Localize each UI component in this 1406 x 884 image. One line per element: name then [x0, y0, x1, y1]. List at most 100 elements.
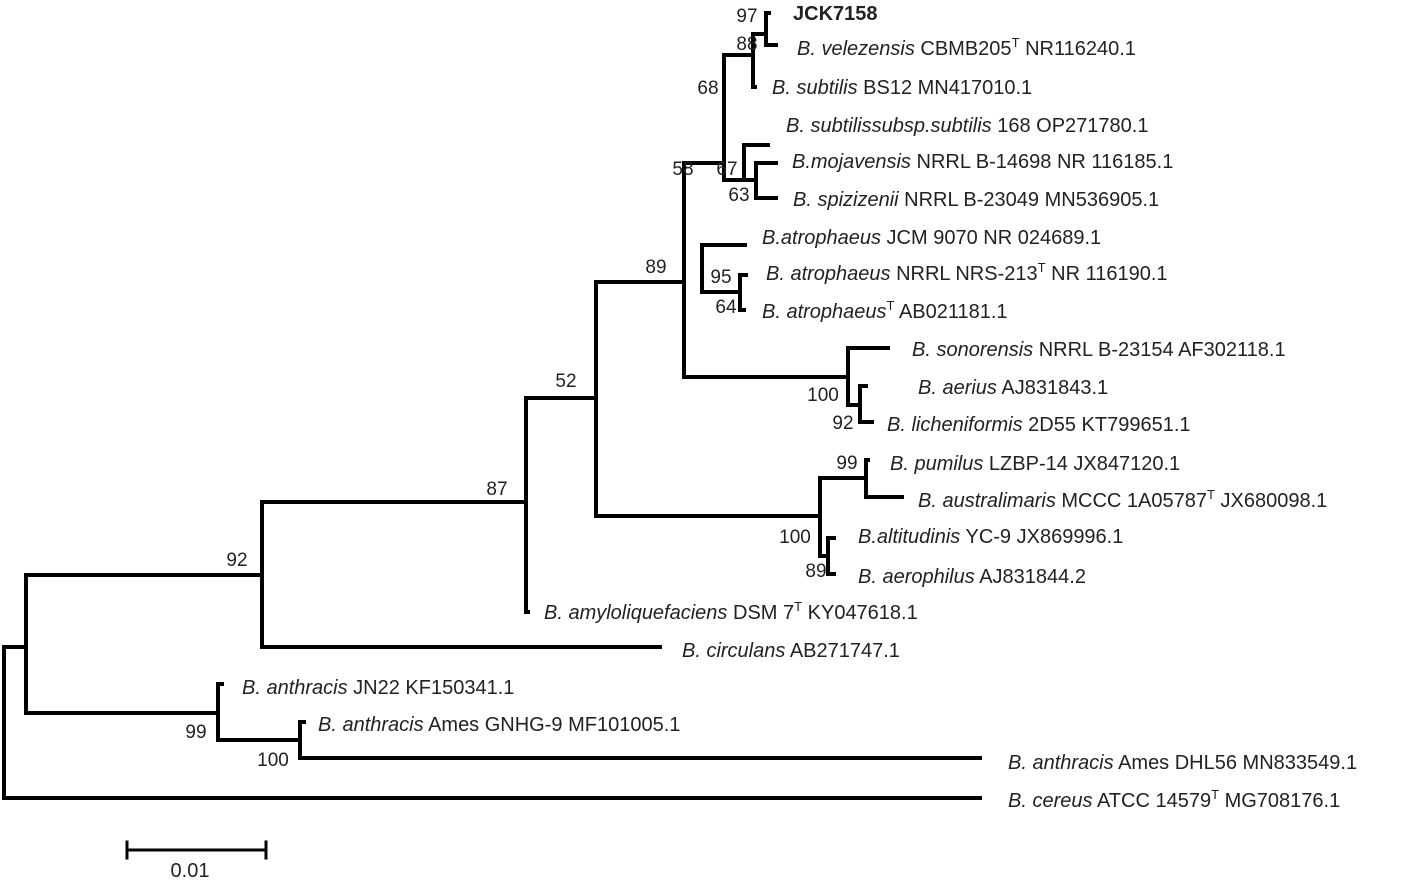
taxon-accession: NR 024689.1 [978, 227, 1101, 249]
bootstrap-value: 97 [736, 6, 757, 27]
taxon-label: B. licheniformis 2D55 KT799651.1 [887, 414, 1191, 436]
taxon-species: B. sonorensis [912, 339, 1033, 361]
bootstrap-value: 64 [715, 297, 737, 318]
taxon-accession: JX680098.1 [1215, 490, 1327, 512]
taxon-label: B. amyloliquefaciens DSM 7T KY047618.1 [544, 599, 918, 624]
bootstrap-value: 100 [807, 385, 839, 406]
taxon-species: B. anthracis [242, 677, 348, 699]
taxon-accession: MG708176.1 [1219, 790, 1340, 812]
taxon-label: B.mojavensis NRRL B-14698 NR 116185.1 [792, 151, 1173, 173]
taxon-accession: JX847120.1 [1068, 453, 1180, 475]
taxon-label: B. atrophaeusT AB021181.1 [762, 298, 1008, 323]
taxon-strain: DSM 7 [727, 602, 794, 624]
taxon-species: B. atrophaeus [762, 301, 887, 323]
taxon-label: B. aerophilus AJ831844.2 [858, 566, 1086, 588]
taxon-species: B. australimaris [918, 490, 1056, 512]
taxon-label: JCK7158 [793, 3, 878, 25]
taxon-species: B.mojavensis [792, 151, 911, 173]
taxon-species: B. anthracis [1008, 752, 1114, 774]
taxon-accession: KF150341.1 [400, 677, 515, 699]
taxon-accession: NR116240.1 [1020, 38, 1136, 60]
taxon-label: B. subtilis BS12 MN417010.1 [772, 77, 1032, 99]
type-strain-mark: T [1207, 487, 1215, 502]
taxon-accession: MF101005.1 [563, 714, 681, 736]
type-strain-mark: T [1211, 787, 1219, 802]
taxon-species: B. licheniformis [887, 414, 1023, 436]
taxon-strain: Ames DHL56 [1114, 752, 1237, 774]
bootstrap-value: 92 [226, 550, 247, 571]
taxon-accession: OP271780.1 [1031, 115, 1149, 137]
taxon-accession: AB021181.1 [894, 301, 1007, 323]
taxon-label: B. subtilissubsp.subtilis 168 OP271780.1 [786, 115, 1148, 137]
taxon-accession: NR 116190.1 [1046, 263, 1168, 285]
taxon-species: B. atrophaeus [766, 263, 891, 285]
bootstrap-value: 89 [805, 561, 826, 582]
taxon-accession: NR 116185.1 [1051, 151, 1173, 173]
taxon-label: B. velezensis CBMB205T NR116240.1 [797, 35, 1136, 60]
taxon-labels: JCK7158 B. velezensis CBMB205T NR116240.1… [242, 3, 1357, 812]
taxon-accession: KY047618.1 [802, 602, 918, 624]
taxon-species: B. aerius [918, 377, 997, 399]
taxon-species: B.atrophaeus [762, 227, 881, 249]
taxon-strain: NRRL B-14698 [911, 151, 1051, 173]
taxon-label: B. circulans AB271747.1 [682, 640, 900, 662]
taxon-strain: 168 [992, 115, 1031, 137]
type-strain-mark: T [1012, 35, 1020, 50]
taxon-label: B.altitudinis YC-9 JX869996.1 [858, 526, 1123, 548]
bootstrap-labels: 9788686763589564891009299100895287929910… [185, 6, 857, 771]
taxon-species: B. pumilus [890, 453, 983, 475]
taxon-accession: AJ831844.2 [975, 566, 1086, 588]
taxon-label: B. anthracis Ames DHL56 MN833549.1 [1008, 752, 1357, 774]
scale-bar-label: 0.01 [171, 860, 210, 882]
taxon-strain: JCK7158 [793, 3, 878, 25]
taxon-accession: KT799651.1 [1076, 414, 1191, 436]
bootstrap-value: 68 [697, 78, 718, 99]
taxon-strain: NRRL B-23049 [899, 189, 1039, 211]
taxon-accession: JX869996.1 [1011, 526, 1123, 548]
bootstrap-value: 100 [257, 750, 289, 771]
taxon-species: B. subtilissubsp.subtilis [786, 115, 992, 137]
bootstrap-value: 99 [185, 722, 206, 743]
taxon-accession: AB271747.1 [785, 640, 900, 662]
taxon-strain: JCM 9070 [881, 227, 978, 249]
taxon-species: B. cereus [1008, 790, 1092, 812]
bootstrap-value: 89 [645, 257, 666, 278]
taxon-label: B.atrophaeus JCM 9070 NR 024689.1 [762, 227, 1101, 249]
taxon-accession: MN536905.1 [1039, 189, 1159, 211]
taxon-accession: MN833549.1 [1237, 752, 1357, 774]
scale-bar: 0.01 [125, 840, 268, 882]
taxon-strain: CBMB205 [915, 38, 1012, 60]
bootstrap-value: 52 [555, 371, 576, 392]
taxon-label: B. aerius AJ831843.1 [918, 377, 1108, 399]
taxon-strain: NRRL NRS-213 [891, 263, 1038, 285]
taxon-strain: 2D55 [1023, 414, 1076, 436]
bootstrap-value: 87 [486, 479, 507, 500]
taxon-accession: AJ831843.1 [997, 377, 1108, 399]
bootstrap-value: 100 [779, 527, 811, 548]
bootstrap-value: 63 [728, 185, 749, 206]
taxon-strain: MCCC 1A05787 [1056, 490, 1207, 512]
taxon-species: B. amyloliquefaciens [544, 602, 727, 624]
taxon-label: B. sonorensis NRRL B-23154 AF302118.1 [912, 339, 1286, 361]
taxon-label: B. atrophaeus NRRL NRS-213T NR 116190.1 [766, 260, 1168, 285]
taxon-label: B. pumilus LZBP-14 JX847120.1 [890, 453, 1180, 475]
taxon-strain: YC-9 [960, 526, 1011, 548]
bootstrap-value: 99 [836, 453, 857, 474]
taxon-strain: Ames GNHG-9 [424, 714, 563, 736]
taxon-species: B.altitudinis [858, 526, 960, 548]
bootstrap-value: 88 [736, 34, 757, 55]
taxon-label: B. australimaris MCCC 1A05787T JX680098.… [918, 487, 1327, 512]
bootstrap-value: 58 [672, 159, 693, 180]
taxon-species: B. spizizenii [793, 189, 899, 211]
type-strain-mark: T [887, 298, 895, 313]
taxon-species: B. circulans [682, 640, 785, 662]
bootstrap-value: 67 [716, 159, 737, 180]
taxon-strain: ATCC 14579 [1092, 790, 1211, 812]
taxon-species: B. aerophilus [858, 566, 975, 588]
tree-branches [2, 11, 982, 800]
taxon-strain: JN22 [348, 677, 400, 699]
type-strain-mark: T [1038, 260, 1046, 275]
taxon-accession: AF302118.1 [1174, 339, 1286, 361]
taxon-species: B. anthracis [318, 714, 424, 736]
